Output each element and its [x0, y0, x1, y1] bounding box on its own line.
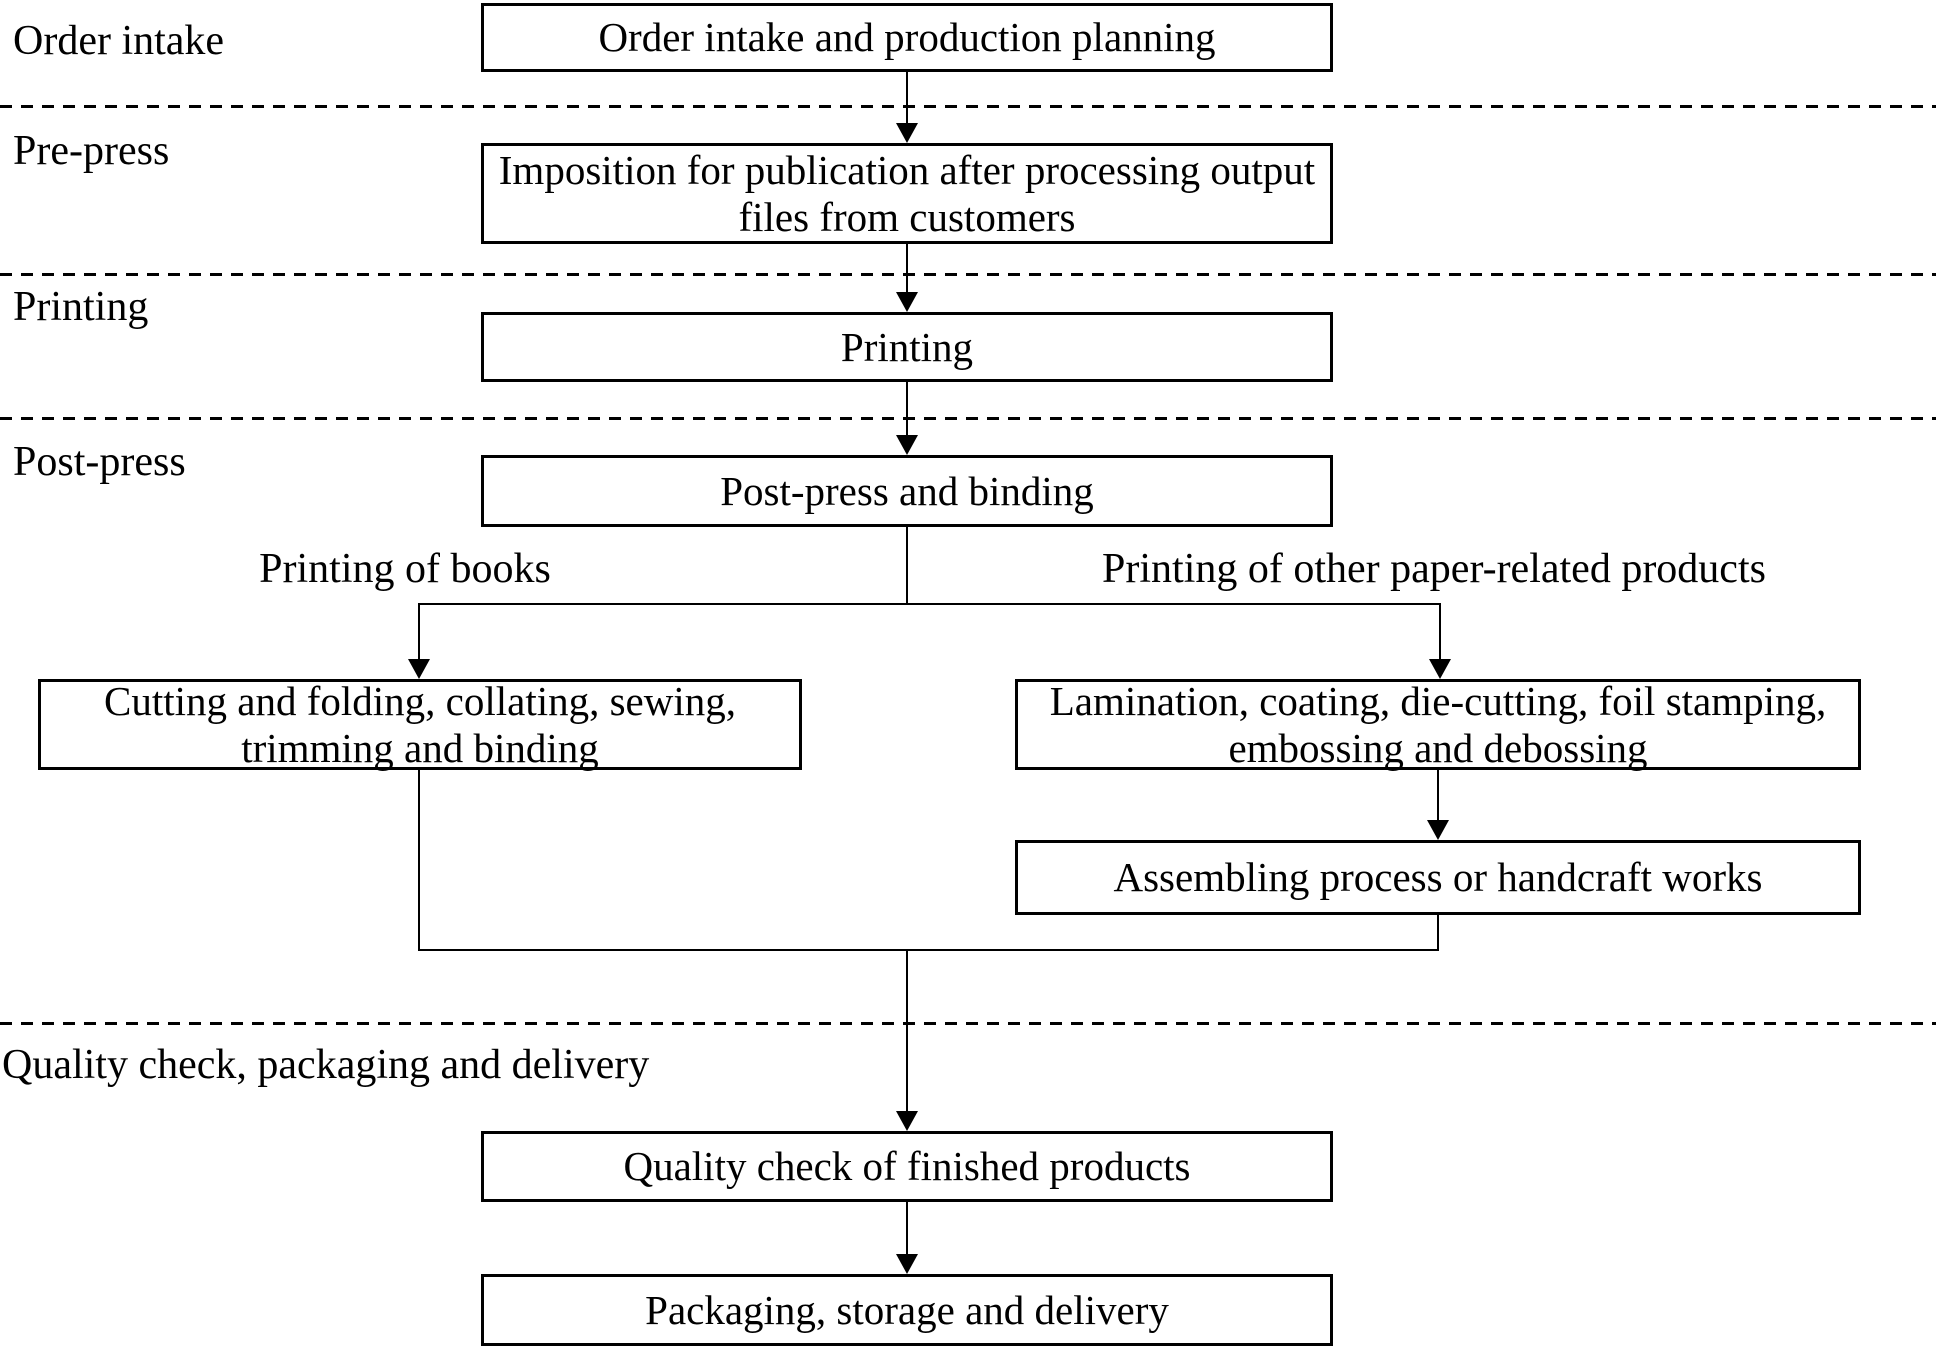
connector-quality-to-packaging — [906, 1202, 908, 1258]
flow-box-lamination-line2: embossing and debossing — [1228, 724, 1648, 771]
arrow-down-icon — [408, 659, 430, 679]
connector-postpress-to-split — [906, 527, 908, 605]
flow-box-order-planning: Order intake and production planning — [481, 3, 1333, 72]
section-label-quality: Quality check, packaging and delivery — [2, 1042, 650, 1088]
flow-box-order-planning-label: Order intake and production planning — [598, 14, 1216, 60]
flow-box-imposition-line1: Imposition for publication after process… — [498, 146, 1316, 193]
arrow-down-icon — [896, 292, 918, 312]
connector-lamination-to-assembling — [1437, 770, 1439, 824]
section-divider-1 — [0, 105, 1936, 108]
flow-box-post-press-binding: Post-press and binding — [481, 455, 1333, 527]
flow-box-imposition-line2: files from customers — [738, 193, 1076, 240]
flow-box-packaging: Packaging, storage and delivery — [481, 1274, 1333, 1346]
flow-box-assembling-label: Assembling process or handcraft works — [1113, 854, 1763, 900]
branch-split-line — [418, 603, 1441, 605]
connector-books-to-merge — [418, 770, 420, 951]
flow-box-cutting-folding: Cutting and folding, collating, sewing, … — [38, 677, 802, 771]
connector-printing-to-postpress — [906, 382, 908, 439]
arrow-down-icon — [1427, 820, 1449, 840]
flow-box-printing-label: Printing — [840, 323, 974, 370]
arrow-down-icon — [896, 1254, 918, 1274]
section-divider-4 — [0, 1022, 1936, 1025]
flow-box-quality-check: Quality check of finished products — [481, 1131, 1333, 1202]
connector-order-to-imposition — [906, 72, 908, 127]
section-label-printing: Printing — [13, 284, 149, 330]
connector-split-to-other — [1439, 603, 1441, 663]
flow-box-lamination-line1: Lamination, coating, die-cutting, foil s… — [1049, 677, 1827, 724]
connector-split-to-books — [418, 603, 420, 663]
flow-box-printing: Printing — [481, 312, 1333, 382]
flow-box-imposition: Imposition for publication after process… — [481, 143, 1333, 244]
branch-merge-line — [418, 949, 1439, 951]
section-label-order-intake: Order intake — [13, 18, 225, 64]
connector-assembling-to-merge — [1437, 915, 1439, 951]
flow-box-quality-check-label: Quality check of finished products — [623, 1143, 1191, 1189]
flow-box-packaging-label: Packaging, storage and delivery — [645, 1286, 1169, 1333]
section-label-pre-press: Pre-press — [13, 128, 170, 174]
flow-box-cutting-folding-line2: trimming and binding — [241, 724, 599, 771]
branch-label-books: Printing of books — [259, 546, 551, 592]
flow-box-cutting-folding-line1: Cutting and folding, collating, sewing, — [103, 677, 737, 724]
arrow-down-icon — [896, 123, 918, 143]
branch-label-other-products: Printing of other paper-related products — [1102, 546, 1766, 592]
arrow-down-icon — [896, 435, 918, 455]
section-label-post-press: Post-press — [13, 439, 186, 485]
arrow-down-icon — [1429, 659, 1451, 679]
section-divider-3 — [0, 417, 1936, 420]
section-divider-2 — [0, 273, 1936, 276]
flow-box-assembling: Assembling process or handcraft works — [1015, 840, 1861, 915]
connector-merge-to-quality — [906, 949, 908, 1113]
arrow-down-icon — [896, 1111, 918, 1131]
flow-box-lamination: Lamination, coating, die-cutting, foil s… — [1015, 677, 1861, 771]
connector-imposition-to-printing — [906, 244, 908, 296]
flow-box-post-press-binding-label: Post-press and binding — [720, 467, 1094, 514]
